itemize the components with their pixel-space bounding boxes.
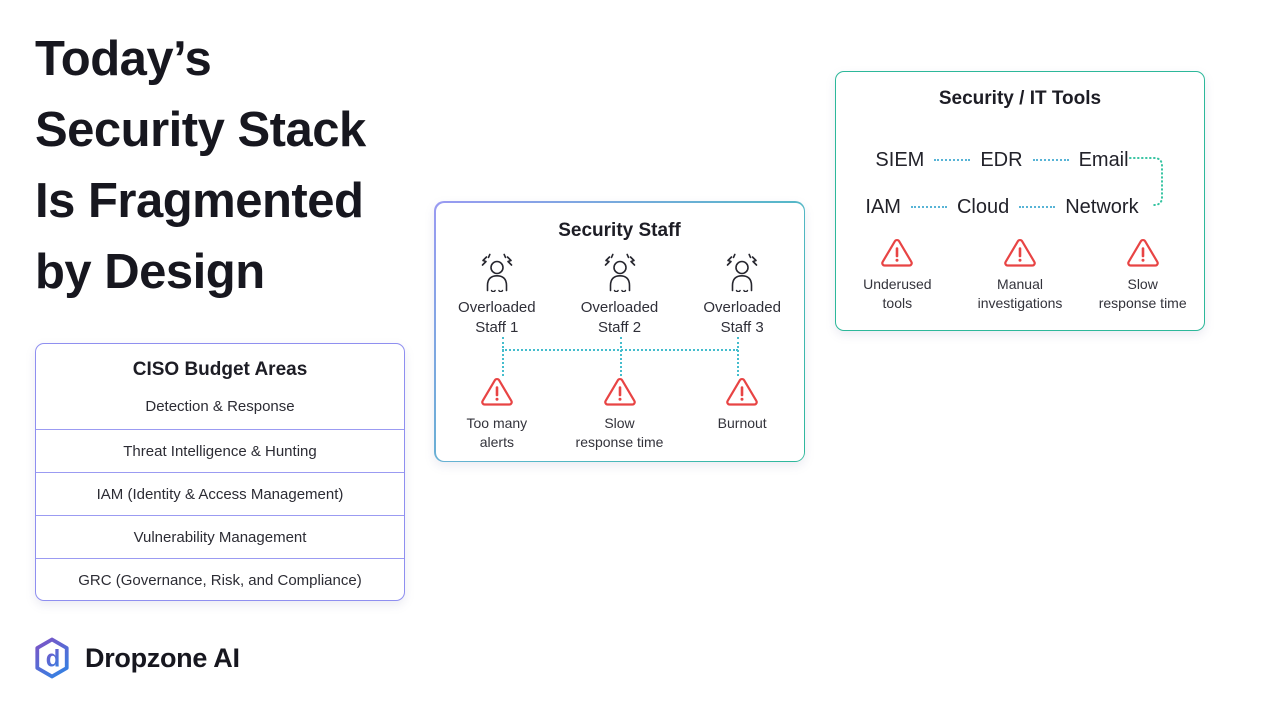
brand-name: Dropzone AI (85, 642, 240, 673)
tools-issue-label: Manual investigations (977, 276, 1063, 311)
warning-icon (480, 377, 513, 406)
security-staff-panel: Security Staff Overloaded Staff 1 Overlo… (434, 201, 805, 462)
ciso-budget-item: Vulnerability Management (36, 515, 404, 558)
staff-issue-label: Too many alerts (466, 414, 528, 450)
dropzone-logo-icon: d (35, 637, 69, 679)
brand-footer: d Dropzone AI (33, 637, 240, 679)
page-title-line: by Design (35, 245, 265, 299)
staff-column: Overloaded Staff 1 (436, 252, 559, 338)
staff-column: Overloaded Staff 3 (681, 252, 804, 338)
tools-issue: Manual investigations (959, 238, 1082, 313)
staff-issue: Too many alerts (436, 377, 559, 452)
page-title: Today’s Security Stack Is Fragmented by … (35, 24, 366, 308)
tools-panel-title: Security / IT Tools (938, 88, 1102, 109)
ciso-budget-item: GRC (Governance, Risk, and Compliance) (36, 558, 404, 601)
dotted-link (934, 159, 971, 161)
overloaded-person-icon (481, 253, 513, 292)
tools-issue: Underused tools (836, 238, 959, 313)
overloaded-person-icon (726, 253, 758, 292)
page-title-line: Is Fragmented (35, 174, 364, 228)
tool-name: Network (1065, 195, 1139, 218)
dotted-wrap-connector (1129, 157, 1163, 206)
staff-panel-title: Security Staff (558, 219, 681, 241)
staff-column: Overloaded Staff 2 (558, 252, 681, 338)
staff-issue: Slow response time (558, 377, 681, 452)
tools-row-2: IAM Cloud Network (865, 193, 1138, 221)
staff-label: Overloaded Staff 1 (458, 298, 536, 336)
tools-issue-label: Underused tools (863, 276, 932, 311)
warning-icon (603, 377, 636, 406)
tool-name: Cloud (956, 195, 1010, 218)
ciso-panel-title: CISO Budget Areas (132, 359, 308, 380)
warning-icon (1004, 238, 1036, 267)
dotted-connector-vertical (736, 336, 739, 376)
tool-name: SIEM (875, 148, 925, 171)
tools-issues-row: Underused tools Manual investigations Sl… (836, 238, 1204, 313)
tools-issue: Slow response time (1081, 238, 1204, 313)
dotted-connector-vertical (501, 336, 504, 376)
tools-issue-label: Slow response time (1098, 276, 1187, 311)
security-it-tools-panel: Security / IT Tools SIEM EDR Email IAM C… (835, 71, 1205, 331)
tools-row-1: SIEM EDR Email (875, 146, 1128, 174)
staff-label: Overloaded Staff 3 (703, 298, 781, 336)
tool-name: EDR (980, 148, 1023, 171)
overloaded-person-icon (604, 253, 635, 292)
warning-icon (726, 377, 759, 406)
staff-issue: Burnout (681, 377, 804, 452)
tool-name: Email (1078, 148, 1129, 171)
security-staff-panel-body: Security Staff Overloaded Staff 1 Overlo… (435, 202, 804, 461)
ciso-budget-areas-panel: CISO Budget Areas Detection & Response T… (35, 343, 405, 601)
dotted-link (1032, 159, 1069, 161)
svg-text:d: d (46, 646, 61, 673)
staff-issue-label: Slow response time (575, 414, 664, 450)
staff-label: Overloaded Staff 2 (580, 298, 659, 336)
staff-columns: Overloaded Staff 1 Overloaded Staff 2 Ov… (436, 252, 804, 338)
staff-issues-row: Too many alerts Slow response time Burno… (436, 377, 804, 452)
ciso-budget-item: Detection & Response (145, 397, 295, 415)
dotted-connector-vertical (619, 336, 622, 376)
warning-icon (1126, 238, 1159, 267)
warning-icon (881, 238, 914, 267)
staff-issue-label: Burnout (717, 414, 767, 431)
tools-grid: SIEM EDR Email IAM Cloud Network (836, 146, 1204, 221)
ciso-budget-item: Threat Intelligence & Hunting (36, 429, 404, 472)
tool-name: IAM (865, 195, 901, 218)
ciso-budget-item: IAM (Identity & Access Management) (36, 472, 404, 515)
dotted-link (1019, 206, 1056, 208)
dotted-link (910, 206, 947, 208)
page-title-line: Security Stack (35, 103, 366, 157)
page-title-line: Today’s (35, 32, 212, 86)
